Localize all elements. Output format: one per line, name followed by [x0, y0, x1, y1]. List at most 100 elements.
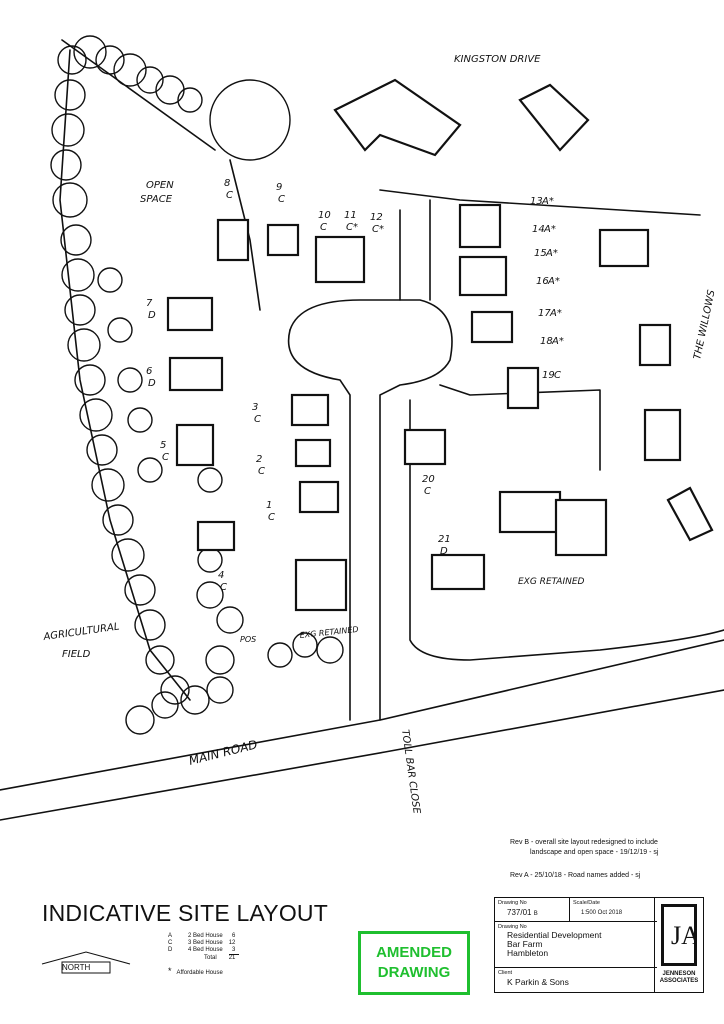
site-layout-sketch: KINGSTON DRIVE THE WILLOWS MAIN ROAD TOL… — [0, 35, 724, 821]
revision-b-line1: Rev B - overall site layout redesigned t… — [510, 839, 658, 846]
tree-icon — [73, 35, 107, 69]
tree-icon — [197, 467, 223, 493]
plot-number: 13 — [530, 196, 543, 207]
houses — [166, 78, 714, 612]
tb-drawing-label: Drawing No — [498, 924, 527, 930]
plot-number: 5 — [160, 440, 166, 451]
title-block: Drawing No 737/01 B Scale/Date 1:500 Oct… — [494, 897, 704, 993]
tree-icon — [97, 267, 123, 293]
key-row: A 2 Bed House 6 — [168, 933, 239, 940]
tb-drawing-no-label: Drawing No — [498, 900, 527, 906]
tree-icon — [267, 642, 293, 668]
tb-drawing-no: 737/01 B — [507, 908, 538, 917]
tree-icon — [67, 328, 101, 362]
plot-number: 7 — [146, 298, 153, 309]
plot-type: A* — [551, 336, 564, 347]
tree-icon — [145, 645, 175, 675]
tb-client: K Parkin & Sons — [507, 977, 569, 987]
tree-icon — [160, 675, 190, 705]
plot-number: 3 — [252, 402, 258, 413]
revision-b-line2: landscape and open space - 19/12/19 - sj — [530, 849, 659, 856]
tree-icon — [54, 79, 86, 111]
tree-icon — [125, 705, 155, 735]
plot-type: C — [254, 414, 261, 425]
key-total-count: 21 — [228, 954, 240, 962]
north-label: NORTH — [62, 963, 91, 972]
tree-icon — [127, 407, 153, 433]
plot-number: 6 — [146, 366, 152, 377]
plot-type: A* — [541, 196, 554, 207]
tree-icon — [151, 691, 179, 719]
firm-name: JENNESON ASSOCIATES — [659, 971, 699, 984]
open-space-label-1: OPEN — [146, 180, 174, 191]
tree-icon — [117, 367, 143, 393]
road-label-main: MAIN ROAD — [187, 737, 258, 768]
plot-type: C — [554, 370, 561, 381]
pos-label: POS — [240, 635, 256, 644]
plot-number: 8 — [224, 178, 230, 189]
plot-type: C* — [372, 224, 384, 235]
tree-icon — [74, 364, 106, 396]
revision-b-note: Rev B - overall site layout redesigned t… — [510, 838, 710, 858]
amended-line2: DRAWING — [377, 964, 451, 981]
key-count: 6 — [232, 933, 236, 939]
north-arrow-icon — [41, 951, 131, 974]
house-type-key: A 2 Bed House 6 C 3 Bed House 12 D 4 Bed… — [168, 933, 240, 977]
exg-retained-label-2: EXG RETAINED — [518, 577, 585, 587]
tree-icon — [136, 66, 164, 94]
plot-type: C — [268, 512, 275, 523]
plot-type: D — [148, 310, 156, 321]
logo-mark: JA — [661, 904, 700, 966]
tree-icon — [316, 636, 344, 664]
plot-type: C — [226, 190, 233, 201]
tree-icon — [292, 632, 318, 658]
plot-type: C — [258, 466, 265, 477]
plot-number: 2 — [256, 454, 262, 465]
jenneson-logo: JA JENNESON ASSOCIATES — [654, 898, 703, 992]
plot-type: A* — [547, 276, 560, 287]
agri-field-label-2: FIELD — [62, 649, 91, 660]
tree-icon — [134, 609, 166, 641]
tree-icon — [64, 294, 96, 326]
tree-icon — [60, 224, 92, 256]
tree-icon — [52, 182, 88, 218]
amended-line1: AMENDED — [376, 944, 452, 961]
tb-drawing-desc: Residential Development Bar Farm Hamblet… — [507, 930, 602, 958]
tree-icon — [111, 538, 145, 572]
tree-icon — [137, 457, 163, 483]
tree-icon — [124, 574, 156, 606]
plot-number: 15 — [534, 248, 547, 259]
plot-number: 21 — [438, 534, 451, 545]
agri-field-label-1: AGRICULTURAL — [42, 621, 120, 643]
tree-icon — [177, 87, 203, 113]
road-label-tollbar: TOLL BAR CLOSE — [399, 729, 422, 815]
plot-type: A* — [543, 224, 556, 235]
key-label: 4 Bed House — [188, 947, 223, 954]
tb-row-drawing: Drawing No Residential Development Bar F… — [495, 922, 657, 968]
tree-icon — [95, 45, 125, 75]
tb-row-number: Drawing No 737/01 B Scale/Date 1:500 Oct… — [495, 898, 657, 922]
key-label: 2 Bed House — [188, 933, 223, 939]
plot-type: D — [148, 378, 156, 389]
tree-icon — [51, 113, 85, 147]
revision-a-note: Rev A - 25/10/18 - Road names added - sj — [510, 872, 641, 879]
tree-icon — [216, 606, 244, 634]
plot-number: 10 — [318, 210, 331, 221]
plot-type: C — [320, 222, 327, 233]
plot-type: C — [278, 194, 285, 205]
plot-number: 19 — [542, 370, 555, 381]
tree-canopy — [209, 79, 291, 161]
tree-belt — [50, 35, 344, 735]
road-label-willows: THE WILLOWS — [692, 288, 718, 360]
tree-icon — [180, 685, 210, 715]
plot-type: A* — [549, 308, 562, 319]
plot-number: 11 — [344, 210, 357, 221]
key-symbol: D — [168, 947, 173, 954]
open-space-label-2: SPACE — [140, 194, 173, 205]
tree-icon — [206, 676, 234, 704]
tree-icon — [61, 258, 95, 292]
svg-text:JA: JA — [671, 921, 697, 950]
plot-number: 18 — [540, 336, 553, 347]
key-total-label: Total — [204, 954, 217, 961]
